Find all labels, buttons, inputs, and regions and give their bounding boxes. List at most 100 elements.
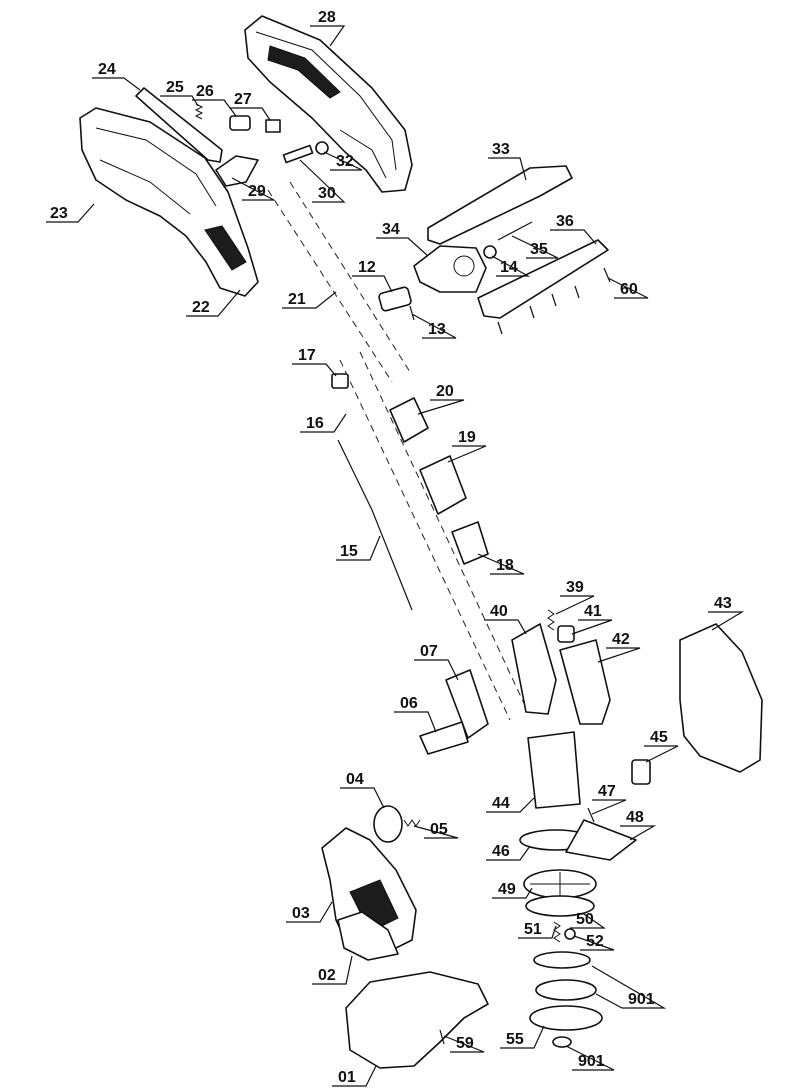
svg-text:33: 33 bbox=[492, 141, 510, 158]
label-901-upper: 901 bbox=[591, 965, 667, 1009]
part-47-screw bbox=[587, 807, 595, 823]
svg-text:59: 59 bbox=[456, 1035, 474, 1052]
svg-text:48: 48 bbox=[626, 809, 644, 826]
svg-text:20: 20 bbox=[436, 383, 454, 400]
label-19: 19 bbox=[447, 429, 487, 463]
part-33-aux-handle bbox=[427, 165, 573, 245]
svg-text:42: 42 bbox=[612, 631, 630, 648]
label-47: 47 bbox=[591, 783, 627, 815]
part-12-knob bbox=[378, 286, 412, 312]
part-44-motor bbox=[527, 731, 581, 809]
svg-text:28: 28 bbox=[318, 9, 336, 26]
label-40: 40 bbox=[484, 603, 527, 635]
part-26-switch bbox=[229, 115, 251, 131]
part-50-ring bbox=[525, 895, 595, 917]
label-23: 23 bbox=[46, 203, 95, 223]
label-15: 15 bbox=[336, 535, 381, 561]
part-24-trigger-bar bbox=[135, 87, 223, 163]
part-40-housing-half bbox=[511, 623, 557, 715]
label-03: 03 bbox=[286, 901, 333, 923]
part-35-bolt bbox=[497, 221, 533, 241]
svg-text:01: 01 bbox=[338, 1069, 356, 1086]
part-22-handle-half bbox=[79, 107, 259, 297]
svg-text:12: 12 bbox=[358, 259, 376, 276]
svg-text:43: 43 bbox=[714, 595, 732, 612]
label-60: 60 bbox=[607, 277, 649, 299]
part-34-handle-clamp bbox=[413, 245, 487, 293]
label-39: 39 bbox=[555, 579, 595, 615]
part-01-guard bbox=[345, 971, 489, 1069]
part-49-fan bbox=[523, 869, 597, 899]
label-35: 35 bbox=[511, 235, 559, 259]
svg-text:24: 24 bbox=[98, 61, 116, 78]
part-13-screw bbox=[409, 305, 415, 321]
label-07: 07 bbox=[414, 643, 459, 681]
svg-text:25: 25 bbox=[166, 79, 184, 96]
svg-text:46: 46 bbox=[492, 843, 510, 860]
svg-text:04: 04 bbox=[346, 771, 364, 788]
label-30: 30 bbox=[299, 159, 346, 203]
label-44: 44 bbox=[486, 795, 535, 813]
part-55-spool-cap bbox=[529, 1005, 603, 1031]
part-06-contact-plate bbox=[419, 721, 469, 755]
svg-text:03: 03 bbox=[292, 905, 310, 922]
label-59: 59 bbox=[443, 1035, 485, 1053]
label-55: 55 bbox=[500, 1025, 545, 1049]
svg-text:06: 06 bbox=[400, 695, 418, 712]
label-46: 46 bbox=[486, 843, 531, 861]
label-43: 43 bbox=[708, 595, 745, 631]
svg-text:21: 21 bbox=[288, 291, 306, 308]
svg-text:05: 05 bbox=[430, 821, 448, 838]
part-05-spring bbox=[403, 819, 421, 827]
svg-text:40: 40 bbox=[490, 603, 508, 620]
part-51-spring bbox=[553, 921, 561, 943]
part-18-cap bbox=[451, 521, 489, 565]
label-13: 13 bbox=[411, 313, 457, 339]
part-14-washer bbox=[483, 245, 497, 259]
part-45-plug bbox=[631, 759, 651, 785]
svg-text:22: 22 bbox=[192, 299, 210, 316]
label-16: 16 bbox=[300, 413, 347, 433]
label-25: 25 bbox=[160, 79, 199, 107]
svg-text:30: 30 bbox=[318, 185, 336, 202]
part-36-handle-lower bbox=[477, 239, 609, 319]
svg-text:16: 16 bbox=[306, 415, 324, 432]
reference-labels: 28 24 25 26 27 32 29 30 23 22 33 34 35 3… bbox=[46, 9, 745, 1087]
label-18: 18 bbox=[477, 553, 525, 575]
svg-text:45: 45 bbox=[650, 729, 668, 746]
label-33: 33 bbox=[488, 141, 527, 181]
svg-text:17: 17 bbox=[298, 347, 316, 364]
svg-text:49: 49 bbox=[498, 881, 516, 898]
svg-text:26: 26 bbox=[196, 83, 214, 100]
part-19-connector bbox=[419, 455, 467, 515]
part-41-button bbox=[557, 625, 575, 643]
label-36: 36 bbox=[550, 213, 597, 245]
part-04-gear-ring bbox=[373, 805, 403, 843]
label-52: 52 bbox=[573, 933, 615, 951]
part-15-cable bbox=[337, 439, 413, 611]
part-07-bracket bbox=[445, 669, 489, 739]
part-901-spool-top bbox=[533, 951, 591, 969]
part-30-pin bbox=[282, 144, 314, 164]
label-22: 22 bbox=[186, 289, 241, 317]
label-50: 50 bbox=[570, 911, 606, 929]
label-41: 41 bbox=[571, 603, 613, 635]
svg-text:60: 60 bbox=[620, 281, 638, 298]
label-12: 12 bbox=[352, 259, 393, 293]
svg-text:27: 27 bbox=[234, 91, 252, 108]
label-01: 01 bbox=[332, 1065, 377, 1087]
label-17: 17 bbox=[292, 347, 337, 377]
label-32: 32 bbox=[323, 151, 363, 171]
part-17-clip bbox=[331, 373, 349, 389]
svg-text:39: 39 bbox=[566, 579, 584, 596]
svg-text:50: 50 bbox=[576, 911, 594, 928]
part-21-main-tube bbox=[267, 181, 529, 721]
svg-text:44: 44 bbox=[492, 795, 510, 812]
label-06: 06 bbox=[394, 695, 437, 733]
label-14: 14 bbox=[491, 255, 531, 277]
label-29: 29 bbox=[231, 177, 275, 201]
part-29-clamp bbox=[215, 155, 259, 187]
label-04: 04 bbox=[340, 771, 385, 809]
label-901-lower: 901 bbox=[565, 1045, 615, 1071]
